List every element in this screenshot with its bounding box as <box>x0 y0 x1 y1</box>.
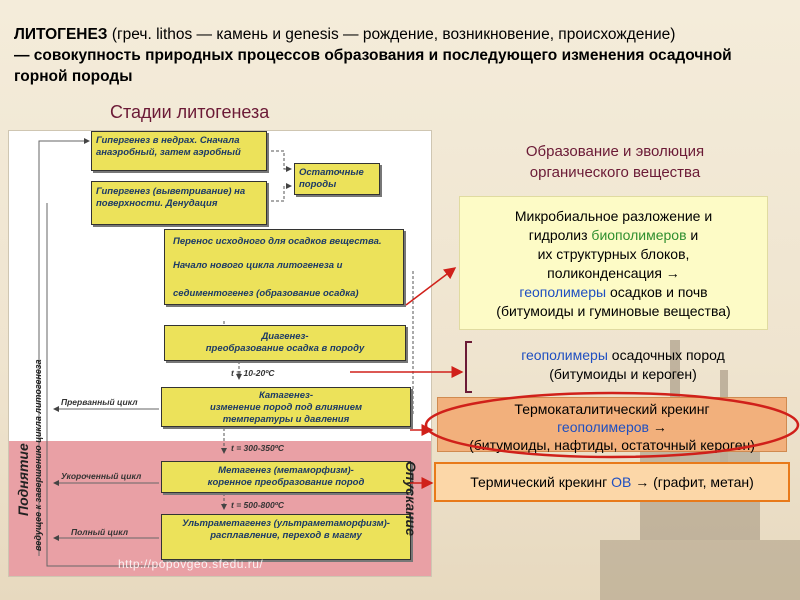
lithogenesis-diagram: Гипергенез в недрах. Сначала анаэробный,… <box>8 130 432 577</box>
metagenesis-desc: коренное преобразование пород <box>207 477 365 488</box>
panel2-line1: геополимеры осадочных пород <box>521 347 725 363</box>
box-catagenesis: Катагенез- изменение пород под влиянием … <box>161 387 411 427</box>
box-ultrametagenesis: Ультраметагенез (ультраметаморфизм)- рас… <box>161 514 411 560</box>
geopolymers-term-2: геополимеры <box>521 347 608 363</box>
panel-thermal-cracking: Термический крекинг ОВ → (графит, метан) <box>434 462 790 502</box>
panel1-line1: Микробиальное разложение и <box>514 208 713 224</box>
panel-microbial: Микробиальное разложение и гидролиз биоп… <box>459 196 768 330</box>
diagenesis-title: Диагенез- <box>261 331 309 342</box>
box-diagenesis: Диагенез- преобразование осадка в породу <box>164 325 406 361</box>
cycle-shortened: Укороченный цикл <box>61 471 142 481</box>
panel3-line1: Термокаталитический крекинг <box>514 401 710 417</box>
box-residual-rocks: Остаточные породы <box>294 163 380 195</box>
panel3-line2: геополимеров → <box>557 419 667 435</box>
catagenesis-title: Катагенез- <box>258 390 313 401</box>
cycle-full: Полный цикл <box>71 527 129 537</box>
box-hypergenesis-surface: Гипергенез (выветривание) на поверхности… <box>91 181 267 225</box>
intro-paragraph: ЛИТОГЕНЕЗ (греч. lithos — камень и genes… <box>14 24 784 87</box>
transfer-text: Перенос исходного для осадков вещества. <box>173 236 382 247</box>
box-hypergenesis-depth: Гипергенез в недрах. Сначала анаэробный,… <box>91 131 267 171</box>
box-transfer-sedimentation: Перенос исходного для осадков вещества. … <box>164 229 404 305</box>
panel1-line2: гидролиз биополимеров и <box>528 227 699 243</box>
ultra-desc: расплавление, переход в магму <box>210 530 362 541</box>
diagram-connectors <box>38 138 414 567</box>
temp-label-1: t = 10-20ºC <box>231 368 275 378</box>
diagenesis-desc: преобразование осадка в породу <box>205 343 365 354</box>
geopolymers-term: геополимеры <box>519 284 607 300</box>
panel1-line6: (битумоиды и гуминовые вещества) <box>496 303 731 319</box>
biopolymers-term: биополимеров <box>591 227 687 243</box>
panel1-line3: их структурных блоков, <box>537 246 690 262</box>
temp-label-2: t = 300-350ºC <box>231 443 284 453</box>
term-definition: — совокупность природных процессов образ… <box>14 47 732 85</box>
term-lithogenesis: ЛИТОГЕНЕЗ <box>14 26 108 43</box>
temp-label-3: t = 500-800ºC <box>231 500 284 510</box>
ultra-title: Ультраметагенез (ультраметаморфизм)- <box>182 518 390 529</box>
term-etymology: (греч. lithos — камень и genesis — рожде… <box>107 26 676 43</box>
cycle-interrupted: Прерванный цикл <box>61 397 138 407</box>
catagenesis-desc: изменение пород под влиянием температуры… <box>209 402 363 425</box>
ov-term: ОВ <box>611 474 632 490</box>
sedimentogenesis-text: седиментогенез (образование осадка) <box>173 288 359 299</box>
panel1-line4: поликонденсация → <box>547 265 680 281</box>
panel-geopolymers-rocks: геополимеры осадочных пород (битумоиды и… <box>478 346 768 384</box>
panel3-line3: (битумоиды, нафтиды, остаточный кероген) <box>469 437 755 453</box>
panel-thermocatalytic: Термокаталитический крекинг геополимеров… <box>437 397 787 453</box>
geopolymers-term-3: геополимеров <box>557 419 649 435</box>
box-metagenesis: Метагенез (метаморфизм)- коренное преобр… <box>161 461 411 493</box>
metagenesis-title: Метагенез (метаморфизм)- <box>218 465 354 476</box>
stages-title: Стадии литогенеза <box>110 102 270 122</box>
new-cycle-text: Начало нового цикла литогенеза и <box>173 260 343 271</box>
panel2-line2: (битумоиды и кероген) <box>549 366 697 382</box>
source-watermark: http://popovgeo.sfedu.ru/ <box>118 557 264 571</box>
evolution-title: Образование и эволюция органического вещ… <box>525 143 705 181</box>
panel1-line5: геополимеры осадков и почв <box>519 284 708 300</box>
